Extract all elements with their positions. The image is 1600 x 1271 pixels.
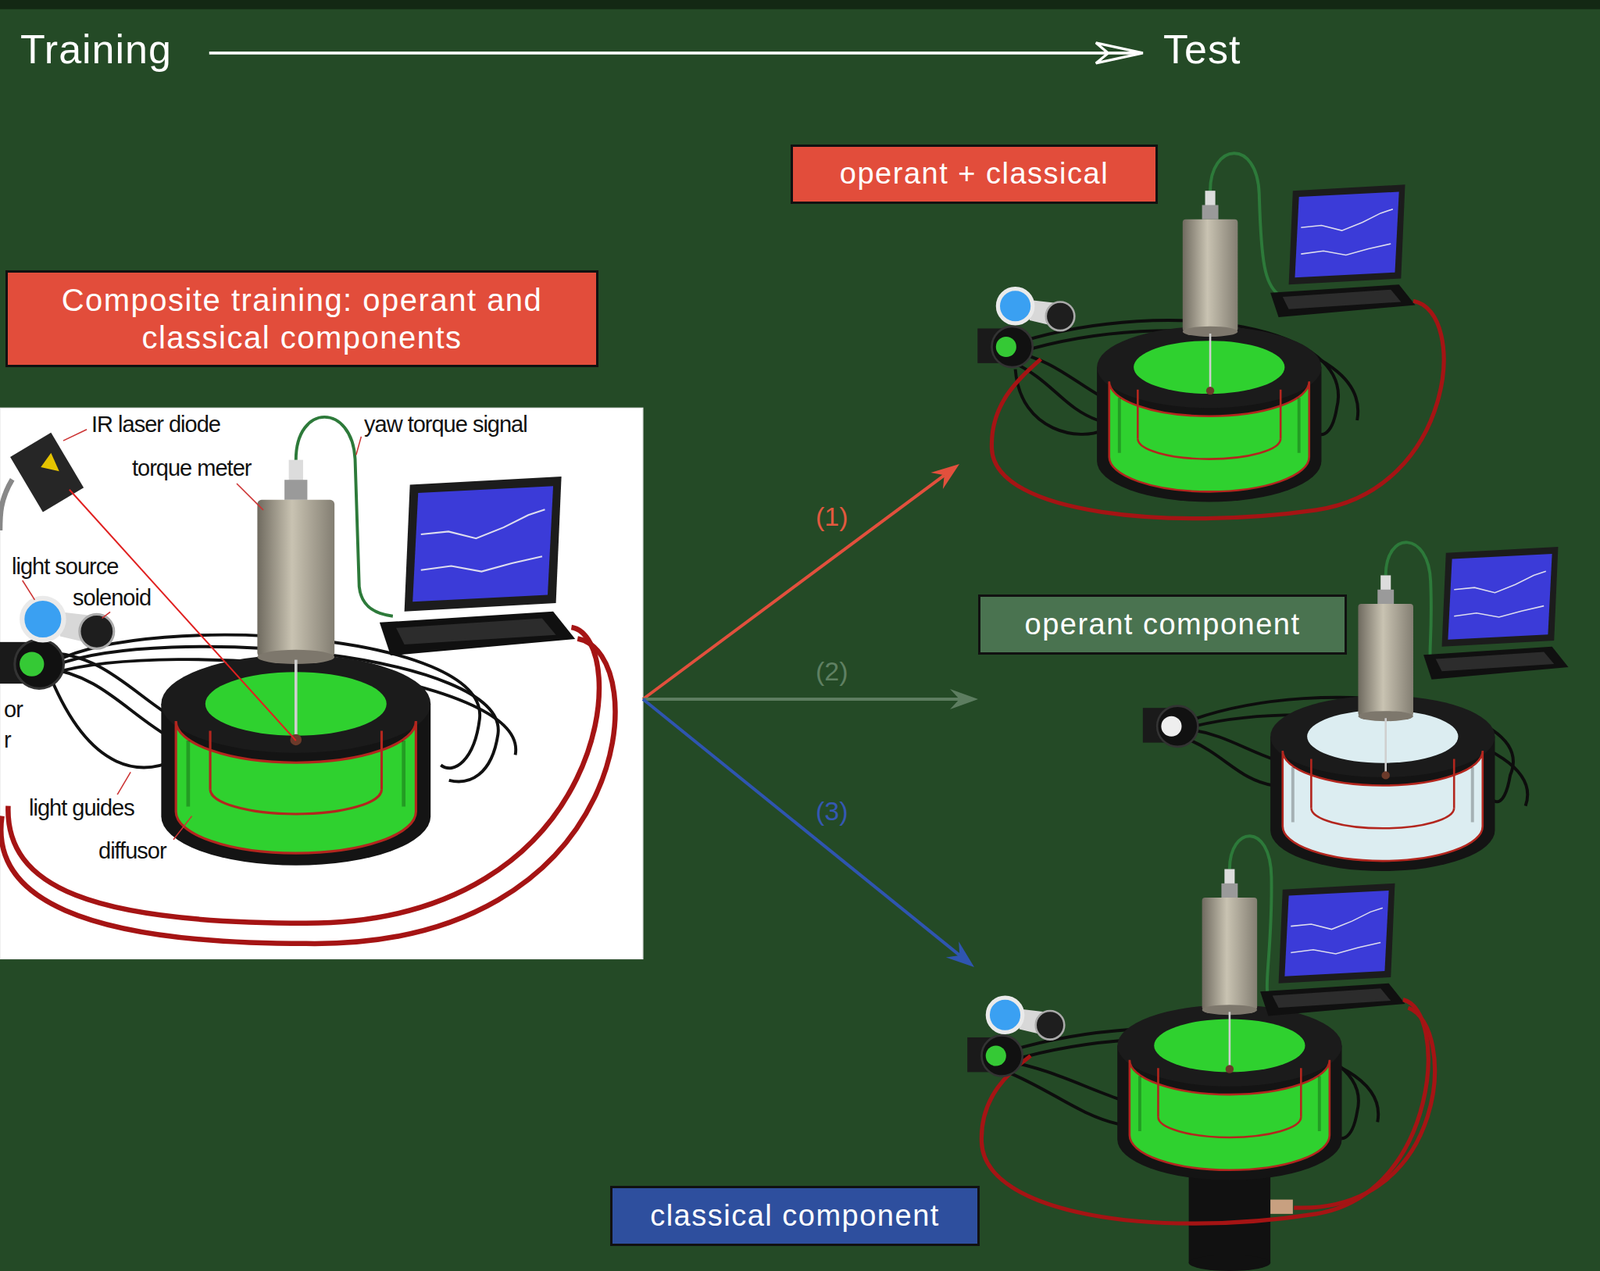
part-label: IR laser diode bbox=[89, 411, 222, 438]
test-heading-box: operant + classical bbox=[790, 144, 1158, 204]
part-label: yaw torque signal bbox=[362, 411, 529, 438]
training-rig-part-part bbox=[102, 611, 111, 618]
box-text: operant + classical bbox=[839, 156, 1109, 193]
training-rig-part-part bbox=[236, 483, 264, 511]
test-rig-operant bbox=[1142, 542, 1569, 872]
training-heading-box: Composite training: operant and classica… bbox=[5, 270, 599, 368]
node-region: operant + classical bbox=[790, 142, 1455, 465]
test-rig-composite bbox=[977, 153, 1444, 518]
training-rig-part bbox=[257, 460, 335, 747]
training-rig bbox=[0, 407, 643, 959]
box-text: Composite training: operant and classica… bbox=[18, 281, 586, 357]
test-rig-classical-part bbox=[967, 1035, 1023, 1076]
training-rig-part bbox=[0, 638, 615, 944]
training-rig-part bbox=[0, 407, 643, 959]
arrow-head bbox=[930, 464, 960, 490]
connector-line bbox=[642, 699, 960, 956]
callout-number: (3) bbox=[815, 796, 849, 827]
test-rig-operant-part bbox=[1270, 696, 1495, 872]
test-rig-classical-part bbox=[1293, 1007, 1435, 1208]
test-rig-composite-part-part bbox=[1015, 369, 1103, 435]
connector-line bbox=[642, 697, 960, 701]
test-rig-operant-part bbox=[1357, 575, 1414, 779]
test-heading-box: operant component bbox=[978, 594, 1347, 655]
test-rig-operant-part bbox=[1423, 546, 1568, 680]
timeline-arrow bbox=[209, 42, 1143, 64]
connector-arrow bbox=[642, 699, 975, 968]
test-rig-composite-part bbox=[1182, 190, 1239, 395]
part-label: torque meter bbox=[130, 455, 253, 482]
test-rig-operant-part bbox=[1142, 706, 1199, 747]
part-label: r bbox=[2, 727, 13, 754]
training-rig-part bbox=[10, 432, 84, 513]
node-region: operant component bbox=[978, 594, 1557, 861]
part-label: light source bbox=[10, 553, 120, 580]
training-rig-part-part bbox=[117, 771, 131, 795]
test-rig-classical-part bbox=[1202, 869, 1258, 1074]
arrow-head bbox=[950, 689, 979, 710]
test-rig-composite-part bbox=[997, 289, 1075, 332]
node-region: classical component bbox=[610, 967, 1470, 1250]
training-rig-part bbox=[69, 489, 297, 741]
training-rig-part bbox=[379, 476, 575, 656]
box-text: classical component bbox=[650, 1198, 940, 1235]
training-rig-part-part bbox=[173, 816, 193, 840]
callout-number: (1) bbox=[815, 501, 849, 533]
training-rig-part bbox=[0, 639, 65, 690]
training-rig-part bbox=[40, 453, 60, 472]
arrow-head bbox=[946, 941, 975, 968]
training-rig-part bbox=[0, 479, 13, 531]
test-rig-composite-part bbox=[991, 300, 1444, 518]
part-label: light guides bbox=[27, 795, 136, 822]
callout-number: (2) bbox=[815, 656, 849, 687]
test-rig-classical-part bbox=[1270, 1200, 1293, 1215]
test-heading-box: classical component bbox=[610, 1185, 980, 1247]
training-rig-part-part bbox=[50, 678, 175, 768]
training-rig-part-part bbox=[356, 436, 362, 456]
training-rig-part bbox=[7, 627, 600, 924]
test-rig-classical-part bbox=[987, 997, 1065, 1040]
connector-arrow bbox=[642, 689, 979, 710]
training-rig-part-part bbox=[22, 580, 36, 600]
part-label: diffusor bbox=[96, 838, 168, 865]
test-rig-classical-part bbox=[1189, 1254, 1271, 1271]
connector-line bbox=[642, 475, 945, 700]
timeline-arrow-part bbox=[209, 51, 1137, 55]
connector-arrow bbox=[642, 464, 960, 700]
training-rig-part-part bbox=[46, 667, 174, 740]
test-rig-classical-part-part bbox=[1005, 1071, 1119, 1125]
part-label: solenoid bbox=[71, 585, 153, 611]
timeline-arrow-part bbox=[1096, 42, 1143, 64]
box-text: operant component bbox=[1025, 607, 1301, 643]
training-rig-part bbox=[22, 429, 362, 840]
training-rig-part-part bbox=[63, 429, 87, 441]
test-rig-operant-part-part bbox=[1189, 739, 1274, 786]
phase-label: Training bbox=[20, 26, 172, 74]
phase-label: Test bbox=[1163, 26, 1241, 74]
part-label: or bbox=[2, 696, 25, 723]
test-rig-classical bbox=[967, 835, 1435, 1271]
test-rig-composite-part bbox=[977, 326, 1033, 368]
top-band bbox=[0, 0, 1600, 10]
test-rig-composite-part bbox=[1270, 184, 1415, 318]
test-rig-classical-part bbox=[1260, 883, 1405, 1017]
